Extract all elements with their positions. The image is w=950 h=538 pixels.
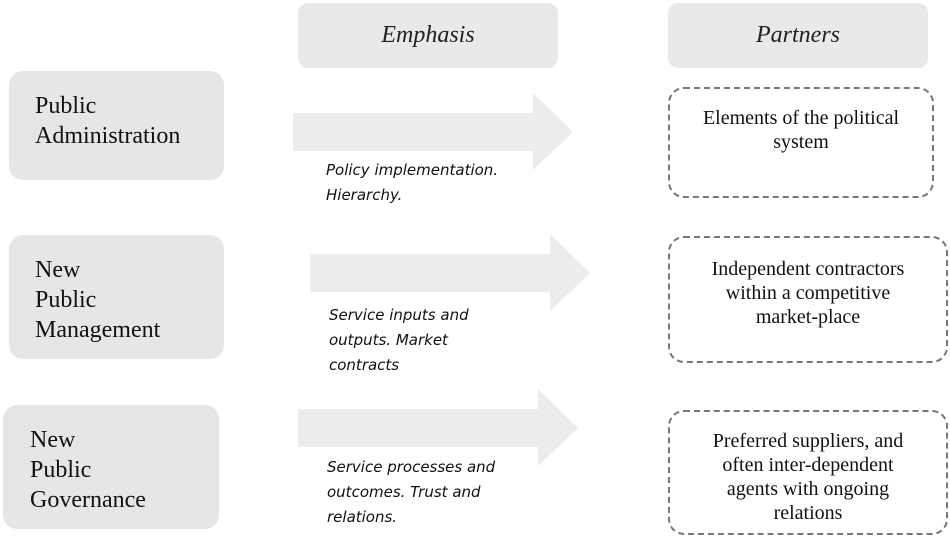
model-line: Governance <box>30 487 146 513</box>
arrow-shape <box>293 93 573 170</box>
model-box-new-public-management: New Public Management <box>9 235 224 359</box>
partner-line: within a competitive <box>725 282 891 304</box>
emphasis-line: contracts <box>329 356 400 374</box>
emphasis-arrow <box>293 93 575 171</box>
arrow-shape <box>310 234 590 311</box>
emphasis-line: Service inputs and <box>329 306 469 324</box>
partner-box-new-public-governance: Preferred suppliers, and often inter-dep… <box>668 410 948 535</box>
partner-line: Independent contractors <box>711 258 905 280</box>
emphasis-line: Hierarchy. <box>326 186 403 204</box>
partner-line: often inter-dependent <box>722 454 894 476</box>
emphasis-line: Policy implementation. <box>326 161 499 179</box>
emphasis-text-new-public-governance: Service processes and outcomes. Trust an… <box>327 455 495 530</box>
partner-line: Elements of the political <box>702 107 900 129</box>
partner-line: agents with ongoing <box>726 478 890 500</box>
partner-line: Preferred suppliers, and <box>712 430 904 452</box>
emphasis-text-public-administration: Policy implementation. Hierarchy. <box>326 158 498 208</box>
emphasis-line: outputs. Market <box>329 331 448 349</box>
partner-line: relations <box>773 502 843 524</box>
model-line: New <box>35 257 81 283</box>
model-line: Public <box>30 457 92 483</box>
model-box-public-administration: Public Administration <box>9 71 224 180</box>
emphasis-line: relations. <box>327 508 398 526</box>
partners-header: Partners <box>668 3 928 68</box>
model-box-new-public-governance: New Public Governance <box>3 405 219 529</box>
model-line: Management <box>35 317 161 343</box>
model-line: New <box>30 427 76 453</box>
model-line: Administration <box>35 123 181 149</box>
emphasis-arrow <box>310 234 592 312</box>
partner-box-public-administration: Elements of the political system <box>668 87 934 198</box>
arrow-shape <box>298 389 578 466</box>
partner-line: market-place <box>755 306 861 328</box>
emphasis-line: Service processes and <box>327 458 496 476</box>
emphasis-text-new-public-management: Service inputs and outputs. Market contr… <box>329 303 469 378</box>
partner-line: system <box>773 131 829 153</box>
emphasis-header: Emphasis <box>298 3 558 68</box>
model-line: Public <box>35 93 97 119</box>
emphasis-line: outcomes. Trust and <box>327 483 481 501</box>
emphasis-arrow <box>298 389 580 467</box>
partner-box-new-public-management: Independent contractors within a competi… <box>668 236 948 363</box>
model-line: Public <box>35 287 97 313</box>
